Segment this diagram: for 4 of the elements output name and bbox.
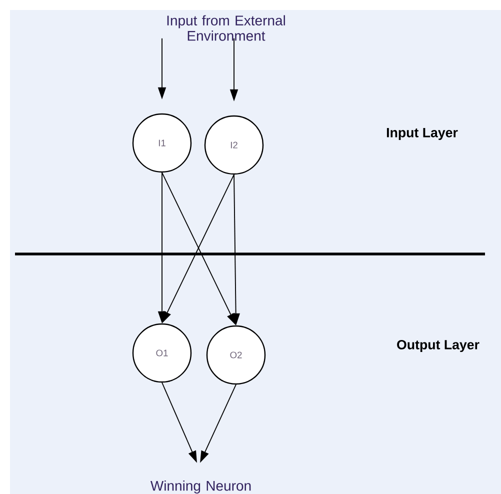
layer-label: Output Layer xyxy=(397,340,480,352)
text-label: Winning Neuron xyxy=(150,480,251,494)
text-label: Input from External Environment xyxy=(167,15,285,41)
layer-label: Input Layer xyxy=(386,128,458,140)
